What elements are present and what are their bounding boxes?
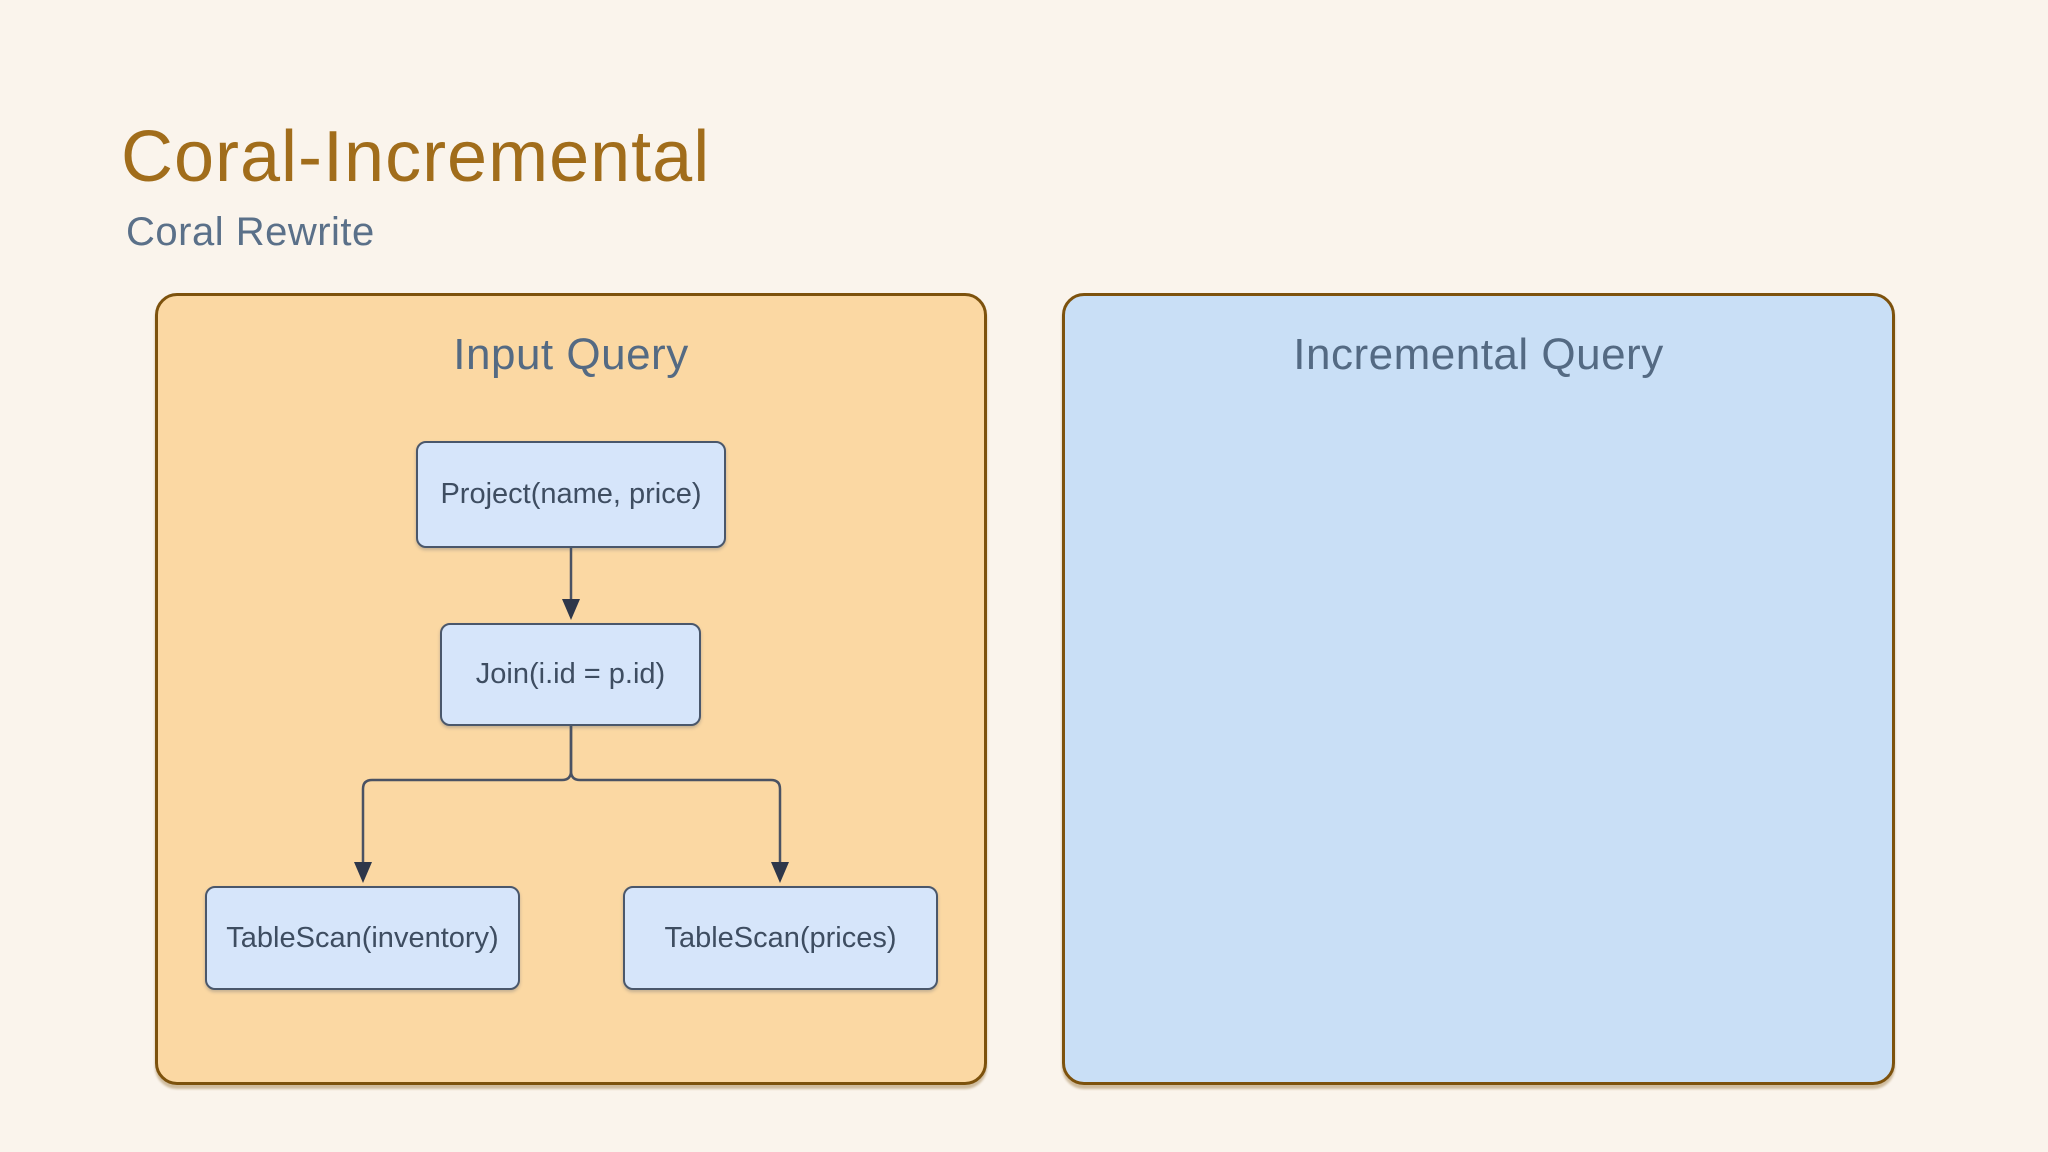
incremental-query-panel: Incremental Query <box>1062 293 1895 1085</box>
arrowhead-into-join-icon <box>562 599 580 620</box>
edge-join-tablescan-prices <box>569 726 782 863</box>
page-title: Coral-Incremental <box>121 117 711 197</box>
node-tablescan-prices: TableScan(prices) <box>623 886 938 990</box>
node-tablescan-inventory: TableScan(inventory) <box>205 886 520 990</box>
arrowhead-into-tablescan-inventory-icon <box>354 862 372 883</box>
input-query-panel: Input Query Project(name, price) Join(i.… <box>155 293 987 1085</box>
arrowhead-into-tablescan-prices-icon <box>771 862 789 883</box>
input-query-panel-title: Input Query <box>453 330 689 379</box>
node-join: Join(i.id = p.id) <box>440 623 701 726</box>
node-project: Project(name, price) <box>416 441 726 548</box>
edge-join-tablescan-inventory <box>361 726 573 863</box>
page-subtitle: Coral Rewrite <box>126 210 375 254</box>
incremental-query-panel-title: Incremental Query <box>1293 330 1664 379</box>
query-tree-edges <box>354 548 789 883</box>
